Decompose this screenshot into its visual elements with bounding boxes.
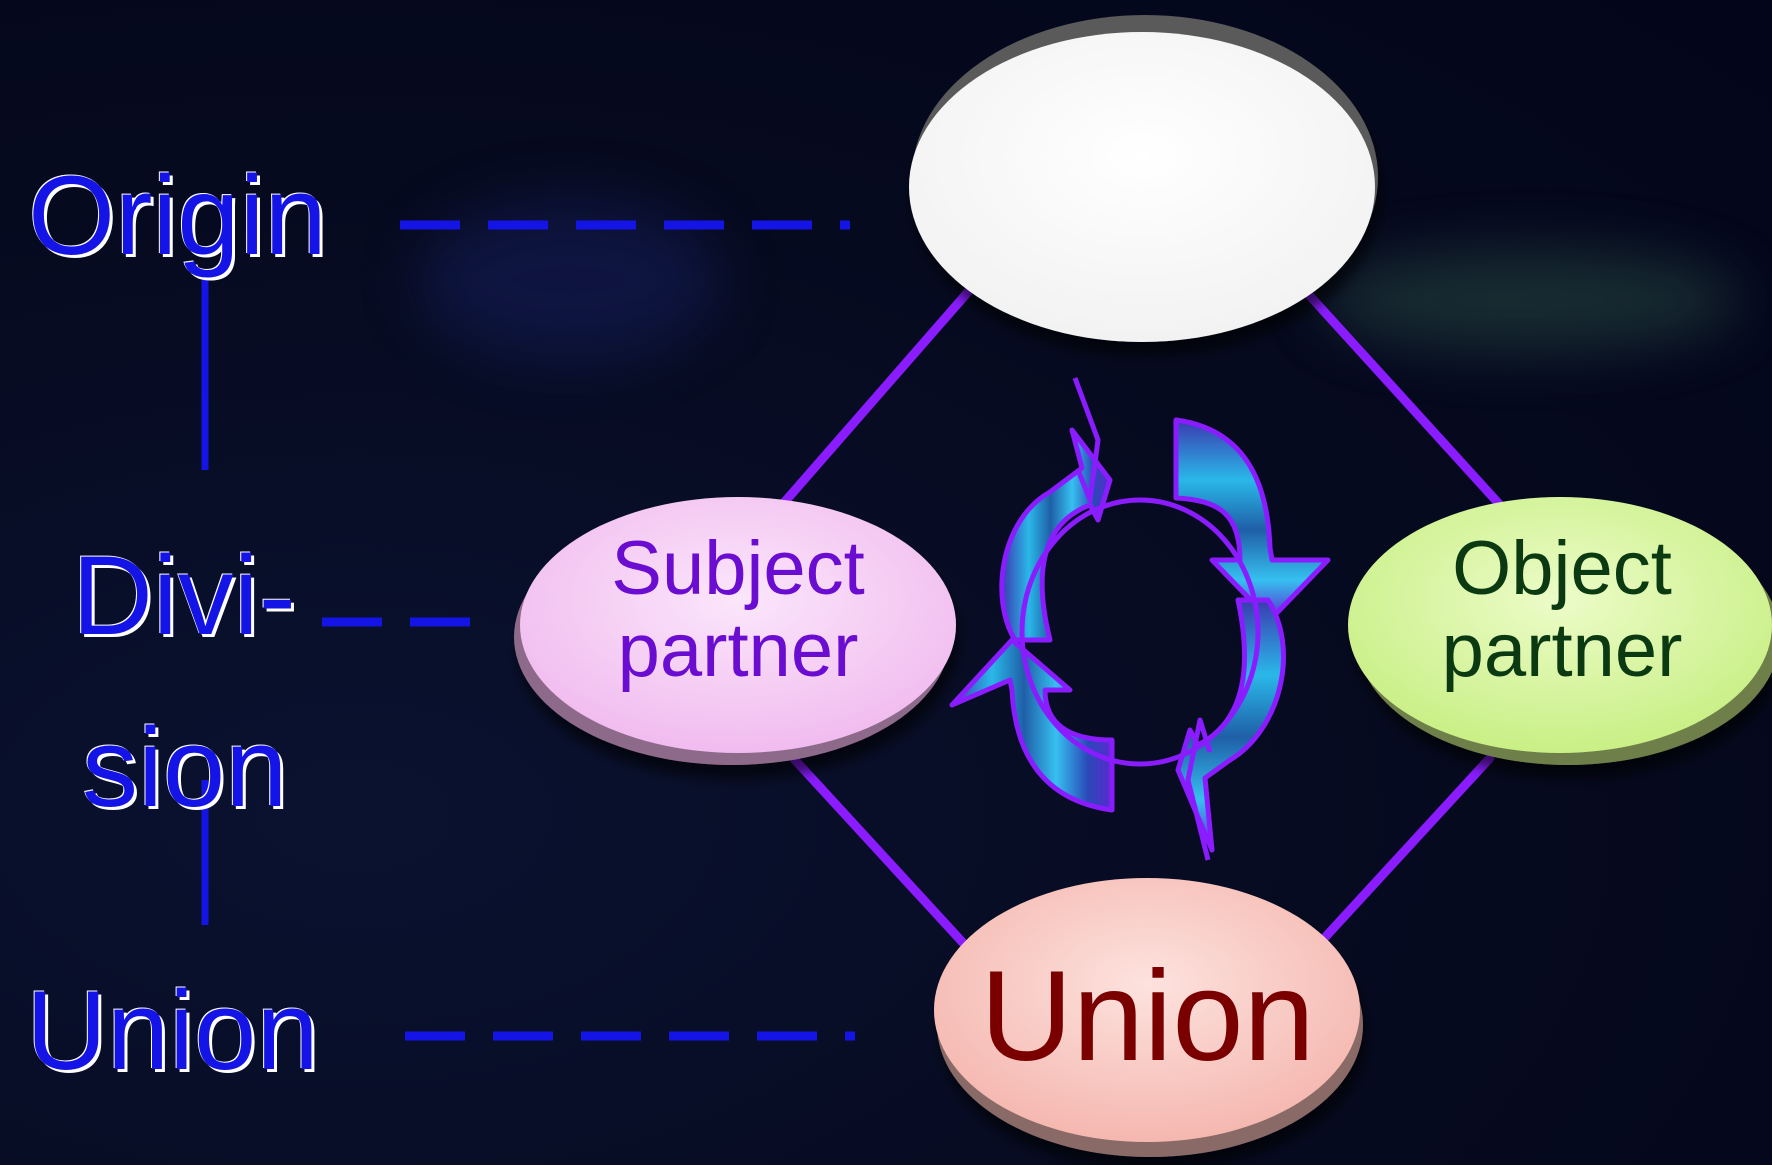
origin-side-label: Origin <box>28 153 327 278</box>
cycle-arrow-bottom-left <box>949 637 1115 813</box>
subject-partner-label-line1: Subject <box>611 526 865 611</box>
edge-object-union <box>1313 753 1495 950</box>
object-partner-node <box>1348 497 1772 765</box>
cycle-inner-ring <box>1019 497 1261 767</box>
edge-subject-union <box>790 755 970 950</box>
cycle-pointer-upper <box>1072 377 1101 503</box>
subject-partner-label: Subject partner <box>548 526 928 694</box>
object-partner-label: Object partner <box>1372 526 1752 694</box>
union-side-label: Union <box>26 968 319 1093</box>
cycle-arrow-top-right <box>1173 417 1331 623</box>
edge-origin-subject <box>777 287 973 510</box>
edge-origin-object <box>1305 291 1505 510</box>
origin-node <box>909 15 1378 342</box>
subject-partner-node <box>514 497 956 765</box>
object-partner-label-line2: partner <box>1441 608 1683 694</box>
diamond-edges <box>777 287 1505 950</box>
division-side-label-line2: sion <box>82 705 288 830</box>
union-node-label: Union <box>980 945 1315 1088</box>
division-side-label-line1: Divi- <box>72 533 296 658</box>
union-node <box>934 878 1363 1157</box>
cycle-arrows-icon <box>949 377 1331 861</box>
object-partner-label-line1: Object <box>1452 526 1672 611</box>
cycle-pointer-lower <box>1185 717 1213 861</box>
subject-partner-label-line2: partner <box>617 608 859 694</box>
